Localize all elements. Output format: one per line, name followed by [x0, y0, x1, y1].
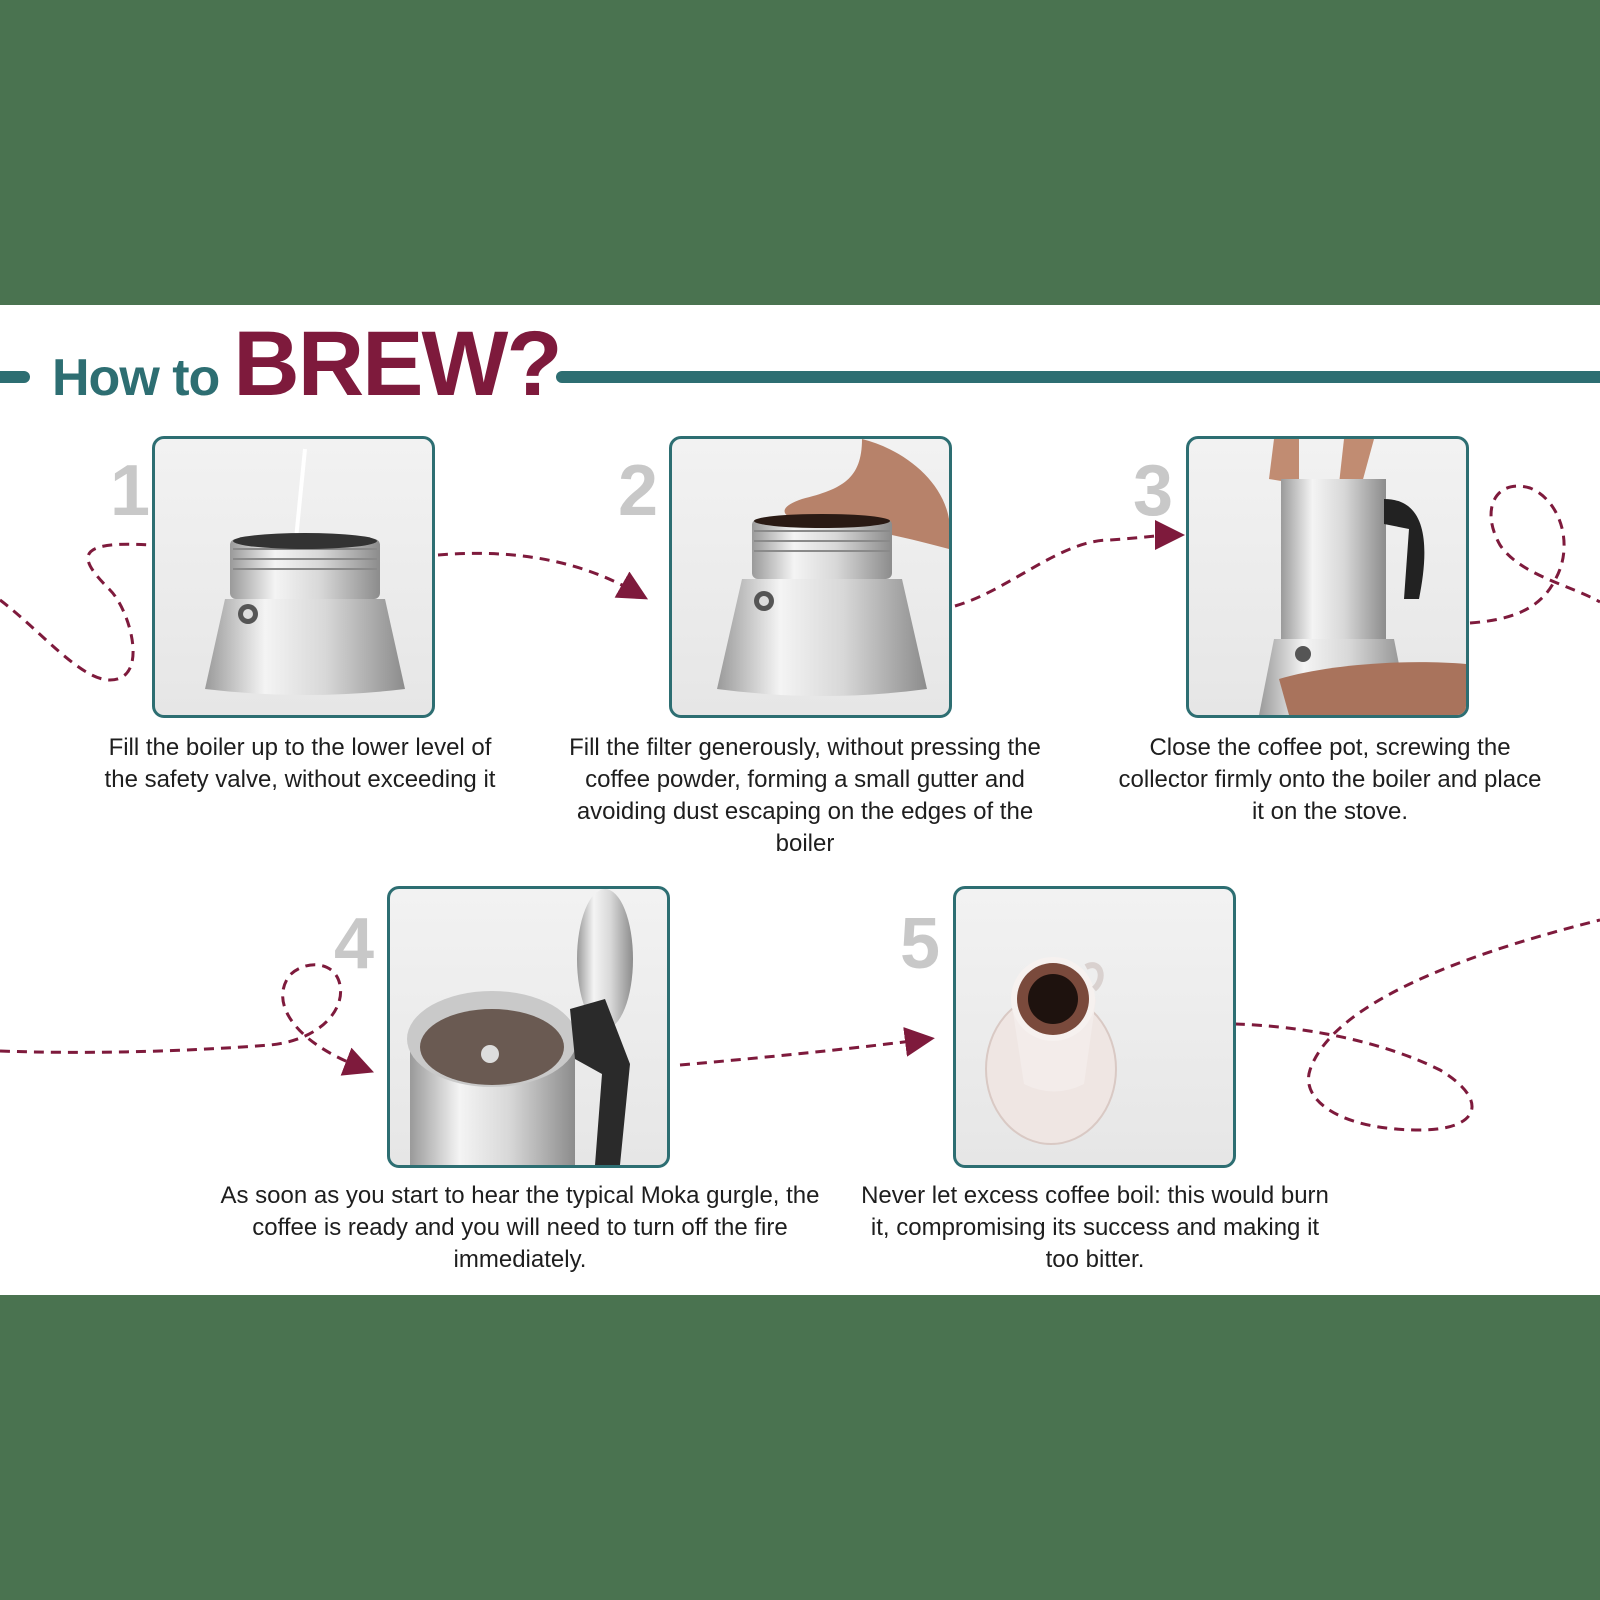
espresso-cup-on-saucer-icon: [985, 957, 1117, 1145]
step-1-photo: [152, 436, 435, 718]
step-4-photo: [387, 886, 670, 1168]
step-number-3: 3: [1133, 451, 1174, 531]
step-2-photo: [669, 436, 952, 718]
title-prefix: How to: [52, 349, 220, 407]
step-number-4: 4: [334, 904, 375, 984]
page-title: How to BREW?: [52, 313, 563, 415]
step-number-5: 5: [900, 904, 941, 984]
open-moka-pot-top-view-icon: [407, 889, 633, 1165]
step-4-caption: As soon as you start to hear the typical…: [220, 1182, 820, 1273]
moka-boiler-being-filled-with-water-icon: [205, 448, 405, 695]
step-number-2: 2: [618, 451, 659, 531]
step-number-1: 1: [110, 451, 151, 531]
header-divider-left: [0, 371, 30, 383]
step-3-caption: Close the coffee pot, screwing the colle…: [1118, 734, 1542, 825]
step-1-caption: Fill the boiler up to the lower level of…: [104, 734, 496, 793]
step-5-photo: [953, 886, 1236, 1168]
step-2-caption: Fill the filter generously, without pres…: [569, 734, 1041, 857]
hands-screwing-moka-pot-closed-icon: [1259, 439, 1466, 715]
step-5-caption: Never let excess coffee boil: this would…: [861, 1182, 1329, 1273]
title-emphasis: BREW?: [233, 313, 562, 415]
header-divider-right: [556, 371, 1600, 383]
step-3-photo: [1186, 436, 1469, 718]
hand-filling-filter-with-coffee-icon: [717, 439, 949, 696]
